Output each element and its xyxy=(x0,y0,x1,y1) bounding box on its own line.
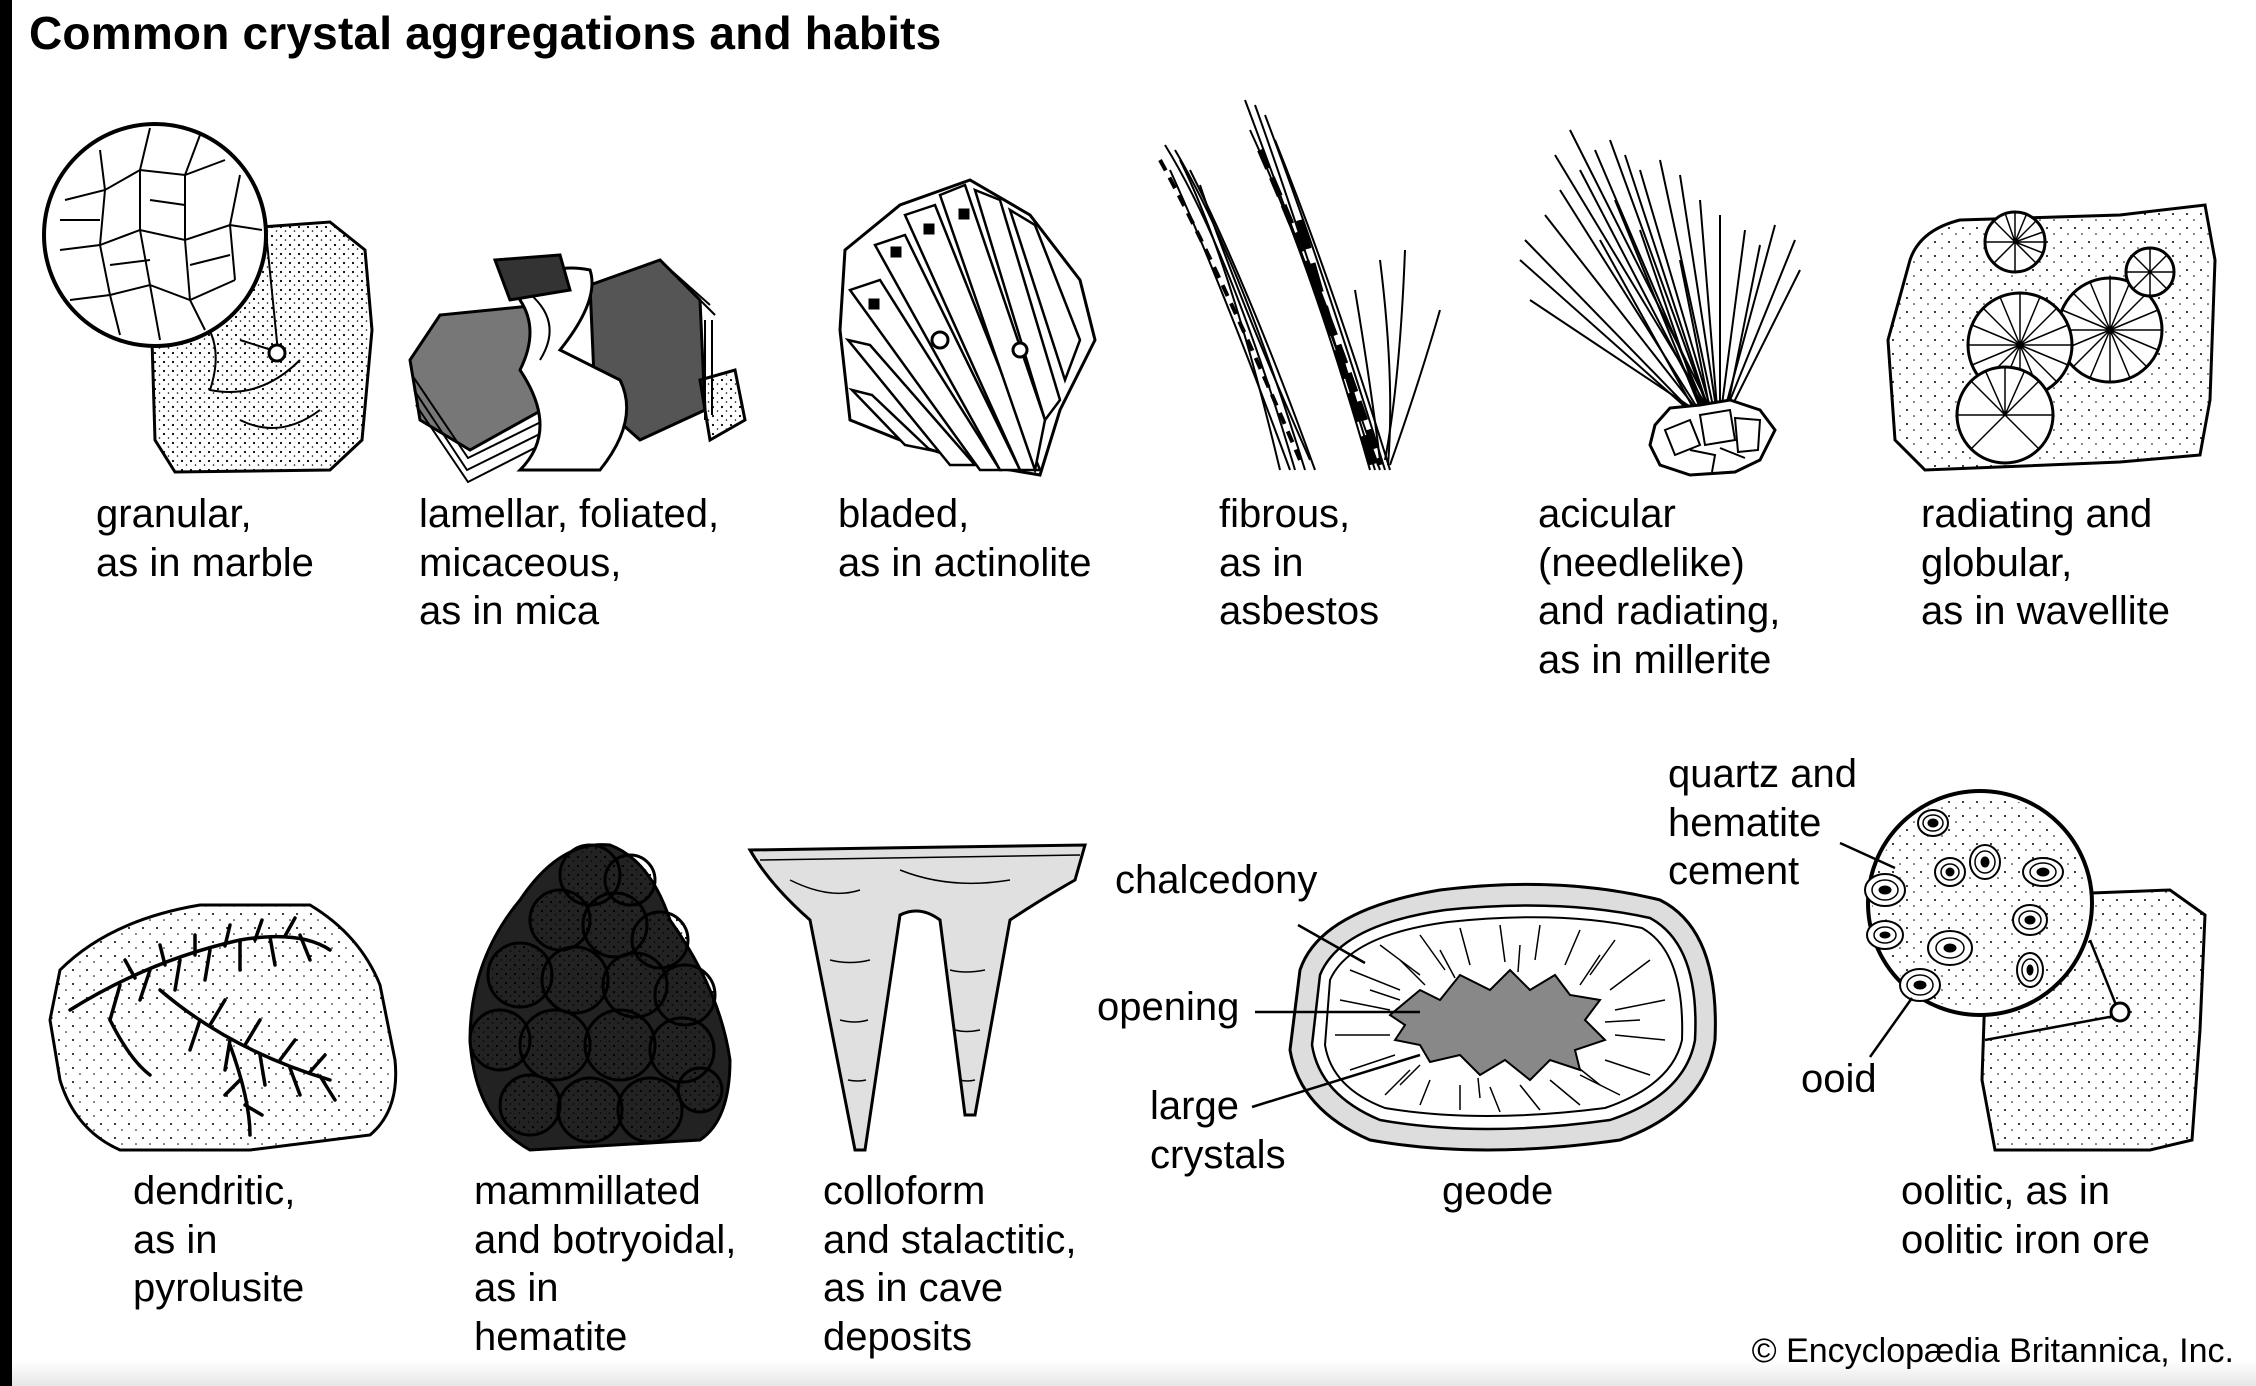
label-ooid: ooid xyxy=(1801,1057,1877,1101)
granular-marble-drawing xyxy=(42,122,374,474)
caption-radiating: radiating and globular, as in wavellite xyxy=(1921,492,2171,633)
dendritic-pyrolusite-drawing xyxy=(48,903,398,1152)
caption-dendritic: dendritic, as in pyrolusite xyxy=(133,1169,305,1310)
caption-oolitic: oolitic, as in oolitic iron ore xyxy=(1901,1169,2151,1262)
lamellar-mica-drawing xyxy=(408,253,747,484)
caption-bladed: bladed, as in actinolite xyxy=(838,492,1092,585)
ooid-grains xyxy=(1864,809,2064,1002)
bladed-actinolite-drawing xyxy=(838,178,1097,477)
mammillated-hematite-drawing xyxy=(468,843,732,1152)
caption-granular: granular, as in marble xyxy=(96,492,314,585)
radiating-wavellite-drawing xyxy=(1886,203,2217,472)
caption-fibrous: fibrous, as in asbestos xyxy=(1219,492,1380,633)
label-chalcedony: chalcedony xyxy=(1115,858,1318,902)
label-opening: opening xyxy=(1097,985,1240,1029)
caption-mammillated: mammillated and botryoidal, as in hemati… xyxy=(474,1169,737,1359)
diagram-title: Common crystal aggregations and habits xyxy=(29,7,942,59)
copyright-notice: © Encyclopædia Britannica, Inc. xyxy=(1751,1332,2234,1370)
fibrous-asbestos-drawing xyxy=(1158,99,1441,472)
acicular-millerite-drawing xyxy=(1519,129,1801,477)
geode-drawing xyxy=(1251,882,1717,1152)
caption-colloform: colloform and stalactitic, as in cave de… xyxy=(823,1169,1077,1359)
colloform-stalactitic-drawing xyxy=(747,843,1087,1152)
label-large-crystals: large crystals xyxy=(1150,1084,1286,1177)
oolitic-iron-ore-drawing xyxy=(1839,789,2207,1152)
left-frame-border xyxy=(0,0,12,1386)
label-quartz-hematite-cement: quartz and hematite cement xyxy=(1668,752,1858,893)
bottom-shade xyxy=(12,1360,2256,1386)
caption-acicular: acicular (needlelike) and radiating, as … xyxy=(1538,492,1781,682)
caption-geode: geode xyxy=(1442,1169,1554,1213)
caption-lamellar: lamellar, foliated, micaceous, as in mic… xyxy=(419,492,720,633)
